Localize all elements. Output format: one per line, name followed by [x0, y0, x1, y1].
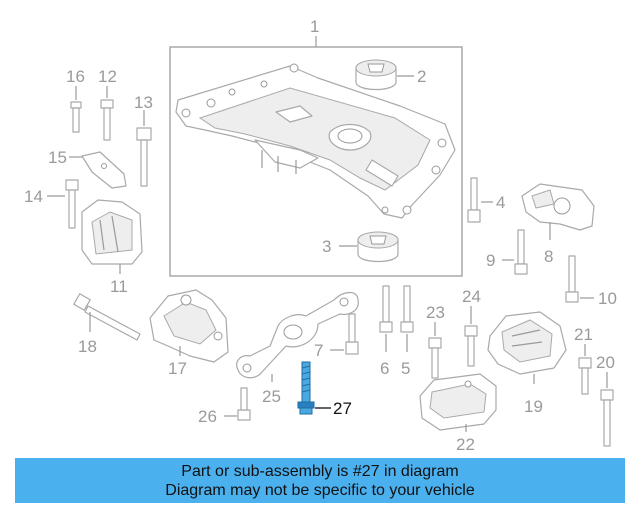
callout-10: 10 [598, 289, 617, 308]
caption-line-2: Diagram may not be specific to your vehi… [165, 482, 475, 499]
part-21-bolt[interactable] [578, 357, 592, 395]
callout-21: 21 [574, 325, 593, 344]
callout-22: 22 [456, 435, 475, 454]
caption-line-1: Part or sub-assembly is #27 in diagram [181, 463, 459, 480]
part-26-bolt[interactable] [237, 387, 251, 421]
part-1-subframe[interactable] [175, 63, 456, 219]
callout-15: 15 [48, 148, 67, 167]
part-9-bolt[interactable] [514, 229, 528, 275]
callout-9: 9 [486, 251, 495, 270]
part-3-bushing[interactable] [357, 231, 399, 263]
callout-7: 7 [314, 341, 323, 360]
part-15-bracket[interactable] [81, 151, 127, 189]
callout-12: 12 [98, 67, 117, 86]
part-10-bolt[interactable] [565, 255, 579, 303]
part-16-bolt[interactable] [70, 101, 82, 133]
part-12-bolt[interactable] [100, 99, 114, 141]
part-22-mount-block[interactable] [419, 373, 497, 431]
callout-14: 14 [24, 187, 43, 206]
callout-13: 13 [134, 93, 153, 112]
callout-1: 1 [310, 17, 319, 36]
callout-2: 2 [417, 67, 426, 86]
callout-23: 23 [426, 303, 445, 322]
part-6-bolt[interactable] [379, 285, 393, 333]
callout-5: 5 [401, 359, 410, 378]
callout-8: 8 [544, 247, 553, 266]
callout-18: 18 [78, 337, 97, 356]
part-13-bolt[interactable] [136, 127, 152, 187]
part-2-bushing[interactable] [355, 59, 397, 91]
part-25-torque-arm[interactable] [236, 291, 359, 379]
part-24-bolt[interactable] [464, 325, 478, 367]
callout-27: 27 [333, 399, 352, 418]
callout-3: 3 [322, 237, 331, 256]
part-4-bolt[interactable] [467, 177, 481, 223]
part-19-mount[interactable] [487, 311, 567, 375]
caption-banner: Part or sub-assembly is #27 in diagram D… [15, 458, 625, 503]
part-17-bracket[interactable] [149, 289, 229, 363]
part-18-bolt[interactable] [73, 293, 141, 341]
part-23-bolt[interactable] [428, 337, 442, 379]
callout-4: 4 [496, 193, 505, 212]
part-11-mount[interactable] [81, 199, 143, 265]
part-27-bolt[interactable] [297, 361, 315, 415]
callout-25: 25 [262, 387, 281, 406]
part-5-bolt[interactable] [400, 285, 414, 333]
part-7-bolt[interactable] [345, 313, 359, 355]
callout-20: 20 [596, 353, 615, 372]
part-8-bushing-bracket[interactable] [521, 183, 595, 231]
callout-6: 6 [380, 359, 389, 378]
callout-26: 26 [198, 407, 217, 426]
callout-19: 19 [524, 397, 543, 416]
subframe-group: 1 2 [169, 17, 463, 277]
part-14-bolt[interactable] [65, 179, 79, 229]
callout-16: 16 [66, 67, 85, 86]
parts-diagram: 1 2 [24, 17, 617, 454]
callout-24: 24 [462, 287, 481, 306]
callout-11: 11 [110, 277, 128, 296]
part-20-bolt[interactable] [600, 389, 614, 447]
callout-17: 17 [168, 359, 187, 378]
